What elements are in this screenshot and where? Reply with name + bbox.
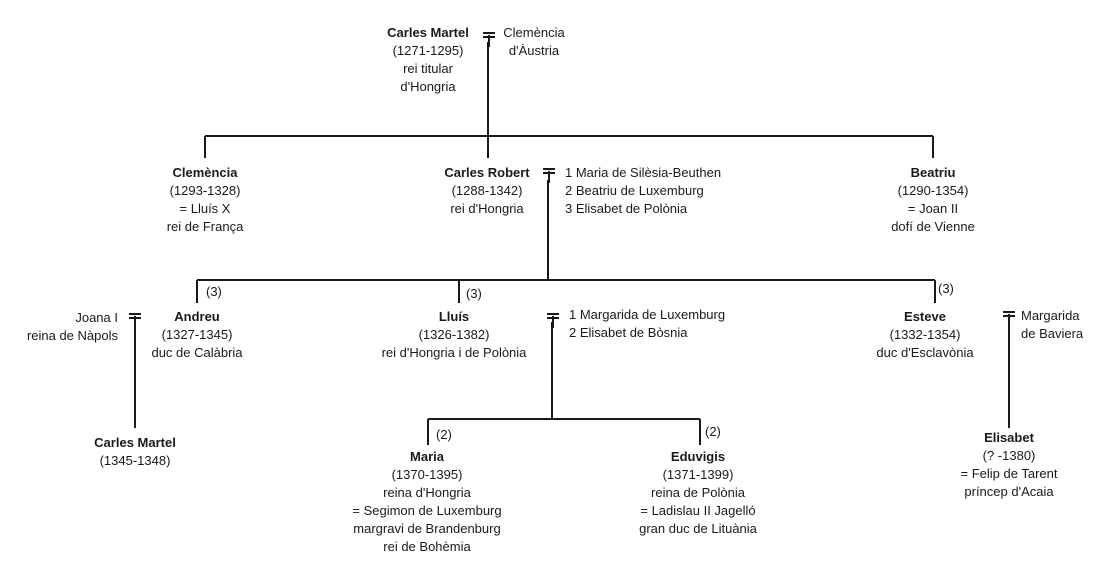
- person-carles-martel-2: Carles Martel (1345-1348): [80, 434, 190, 470]
- person-name: Clemència: [172, 165, 238, 180]
- person-detail: reina d'Hongria: [383, 485, 471, 500]
- person-detail: (1271-1295): [392, 43, 464, 58]
- person-lluis: Lluís (1326-1382) rei d'Hongria i de Pol…: [359, 308, 549, 362]
- person-eduvigis: Eduvigis (1371-1399) reina de Polònia = …: [608, 448, 788, 538]
- person-detail: (1332-1354): [889, 327, 961, 342]
- person-detail: d'Hongria: [400, 79, 456, 94]
- person-elisabet: Elisabet (? -1380) = Felip de Tarent prí…: [944, 429, 1074, 501]
- person-detail: rei d'Hongria: [450, 201, 524, 216]
- person-detail: (1293-1328): [169, 183, 241, 198]
- spouse-detail: 2 Elisabet de Bòsnia: [569, 325, 688, 340]
- person-carles-martel: Carles Martel (1271-1295) rei titular d'…: [378, 24, 478, 96]
- person-name: Carles Martel: [387, 25, 469, 40]
- person-detail: rei de França: [166, 219, 244, 234]
- person-detail: rei titular: [403, 61, 453, 76]
- person-detail: (1327-1345): [161, 327, 233, 342]
- person-name: Maria: [410, 449, 444, 464]
- marriage-mark: (3): [466, 286, 482, 301]
- person-detail: gran duc de Lituània: [639, 521, 757, 536]
- spouse-detail: reina de Nàpols: [26, 328, 118, 343]
- person-detail: (1345-1348): [99, 453, 171, 468]
- spouse-joana: Joana I reina de Nàpols: [0, 309, 118, 345]
- person-carles-robert: Carles Robert (1288-1342) rei d'Hongria: [430, 164, 544, 218]
- person-detail: rei d'Hongria i de Polònia: [381, 345, 527, 360]
- person-detail: = Joan II: [907, 201, 959, 216]
- spouse-detail: Joana I: [75, 310, 118, 325]
- person-detail: (1290-1354): [897, 183, 969, 198]
- spouses-carles-robert: 1 Maria de Silèsia-Beuthen 2 Beatriu de …: [565, 164, 721, 218]
- spouse-detail: 3 Elisabet de Polònia: [565, 201, 688, 216]
- person-detail: (1288-1342): [451, 183, 523, 198]
- person-detail: = Segimon de Luxemburg: [352, 503, 502, 518]
- spouse-detail: 1 Maria de Silèsia-Beuthen: [565, 165, 722, 180]
- person-maria: Maria (1370-1395) reina d'Hongria = Segi…: [332, 448, 522, 556]
- person-name: Esteve: [904, 309, 946, 324]
- person-detail: = Felip de Tarent: [960, 466, 1058, 481]
- spouse-detail: de Baviera: [1021, 326, 1084, 341]
- marriage-mark: (2): [705, 424, 721, 439]
- person-detail: (1370-1395): [391, 467, 463, 482]
- person-detail: duc d'Esclavònia: [876, 345, 974, 360]
- person-detail: príncep d'Acaia: [964, 484, 1054, 499]
- spouse-detail: d'Àustria: [508, 43, 560, 58]
- spouses-lluis: 1 Margarida de Luxemburg 2 Elisabet de B…: [569, 306, 725, 342]
- person-andreu: Andreu (1327-1345) duc de Calàbria: [137, 308, 257, 362]
- spouse-detail: 1 Margarida de Luxemburg: [569, 307, 726, 322]
- marriage-symbol: [547, 313, 559, 329]
- person-name: Andreu: [174, 309, 220, 324]
- person-detail: rei de Bohèmia: [383, 539, 471, 554]
- marriage-symbol: [129, 313, 141, 329]
- spouse-detail: Margarida: [1021, 308, 1080, 323]
- spouse-detail: 2 Beatriu de Luxemburg: [565, 183, 704, 198]
- marriage-mark: (2): [436, 427, 452, 442]
- spouse-detail: Clemència: [503, 25, 565, 40]
- marriage-symbol: [543, 168, 555, 184]
- spouse-clemencia-austria: Clemència d'Àustria: [498, 24, 570, 60]
- person-detail: (1326-1382): [418, 327, 490, 342]
- marriage-symbol: [483, 32, 495, 48]
- marriage-symbol: [1003, 311, 1015, 327]
- person-detail: dofí de Vienne: [891, 219, 975, 234]
- person-detail: (1371-1399): [662, 467, 734, 482]
- person-name: Lluís: [438, 309, 470, 324]
- person-detail: = Lluís X: [179, 201, 231, 216]
- person-name: Beatriu: [910, 165, 956, 180]
- person-esteve: Esteve (1332-1354) duc d'Esclavònia: [860, 308, 990, 362]
- person-detail: margravi de Brandenburg: [353, 521, 501, 536]
- person-detail: (? -1380): [982, 448, 1036, 463]
- person-beatriu: Beatriu (1290-1354) = Joan II dofí de Vi…: [873, 164, 993, 236]
- person-name: Carles Martel: [94, 435, 176, 450]
- person-name: Eduvigis: [670, 449, 726, 464]
- marriage-mark: (3): [938, 281, 954, 296]
- person-detail: = Ladislau II Jagelló: [640, 503, 756, 518]
- person-clemencia: Clemència (1293-1328) = Lluís X rei de F…: [145, 164, 265, 236]
- person-detail: duc de Calàbria: [151, 345, 243, 360]
- person-name: Carles Robert: [444, 165, 530, 180]
- person-detail: reina de Polònia: [651, 485, 745, 500]
- spouse-margarida-baviera: Margarida de Baviera: [1021, 307, 1083, 343]
- marriage-mark: (3): [206, 284, 222, 299]
- person-name: Elisabet: [984, 430, 1034, 445]
